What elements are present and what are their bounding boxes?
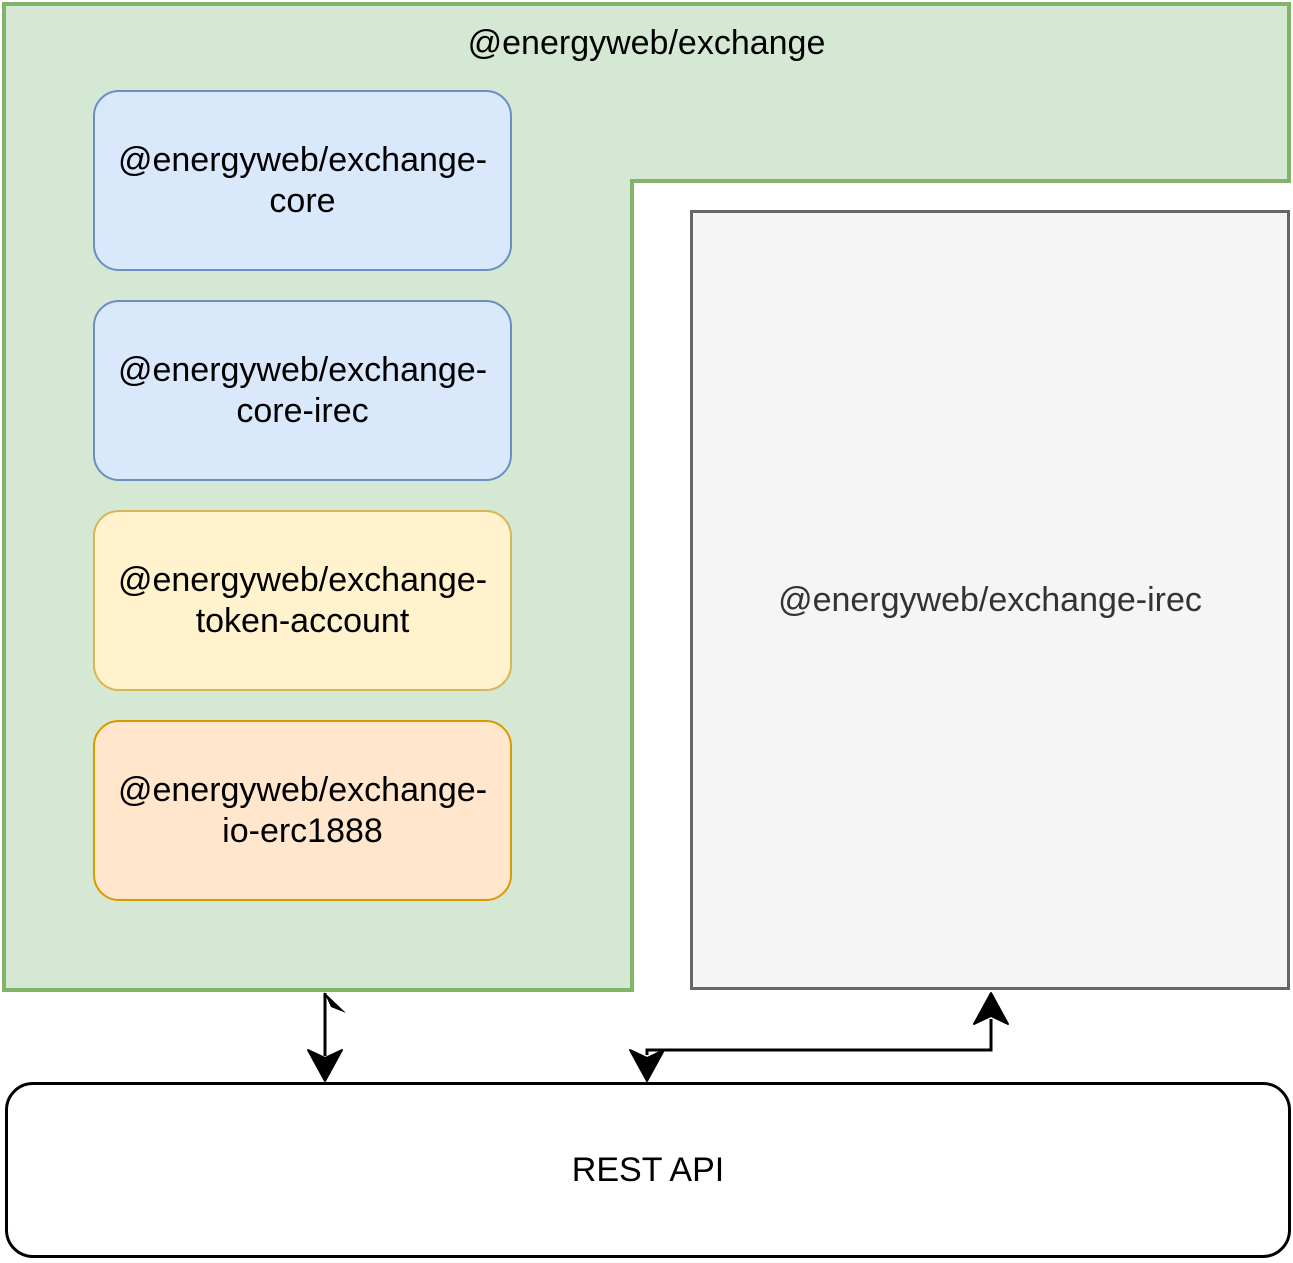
exchange-container-title: @energyweb/exchange [467, 24, 826, 62]
package-label-exchange-io-erc1888: @energyweb/exchange- io-erc1888 [117, 771, 488, 850]
package-label-exchange-token-account: @energyweb/exchange- token-account [117, 561, 488, 640]
package-label-exchange-core: @energyweb/exchange- core [117, 141, 488, 220]
rest-api-label: REST API [571, 1150, 725, 1189]
package-label-exchange-core-irec: @energyweb/exchange- core-irec [117, 351, 488, 430]
exchange-irec-box: @energyweb/exchange-irec [690, 210, 1290, 990]
package-box-exchange-token-account: @energyweb/exchange- token-account [93, 510, 512, 691]
package-box-exchange-core: @energyweb/exchange- core [93, 90, 512, 271]
edge-exchange-restapi-arrow [307, 992, 346, 1082]
edge-restapi-irec-arrow [629, 992, 1009, 1082]
package-box-exchange-core-irec: @energyweb/exchange- core-irec [93, 300, 512, 481]
exchange-irec-label: @energyweb/exchange-irec [778, 580, 1202, 619]
rest-api-box: REST API [5, 1082, 1291, 1258]
package-box-exchange-io-erc1888: @energyweb/exchange- io-erc1888 [93, 720, 512, 901]
